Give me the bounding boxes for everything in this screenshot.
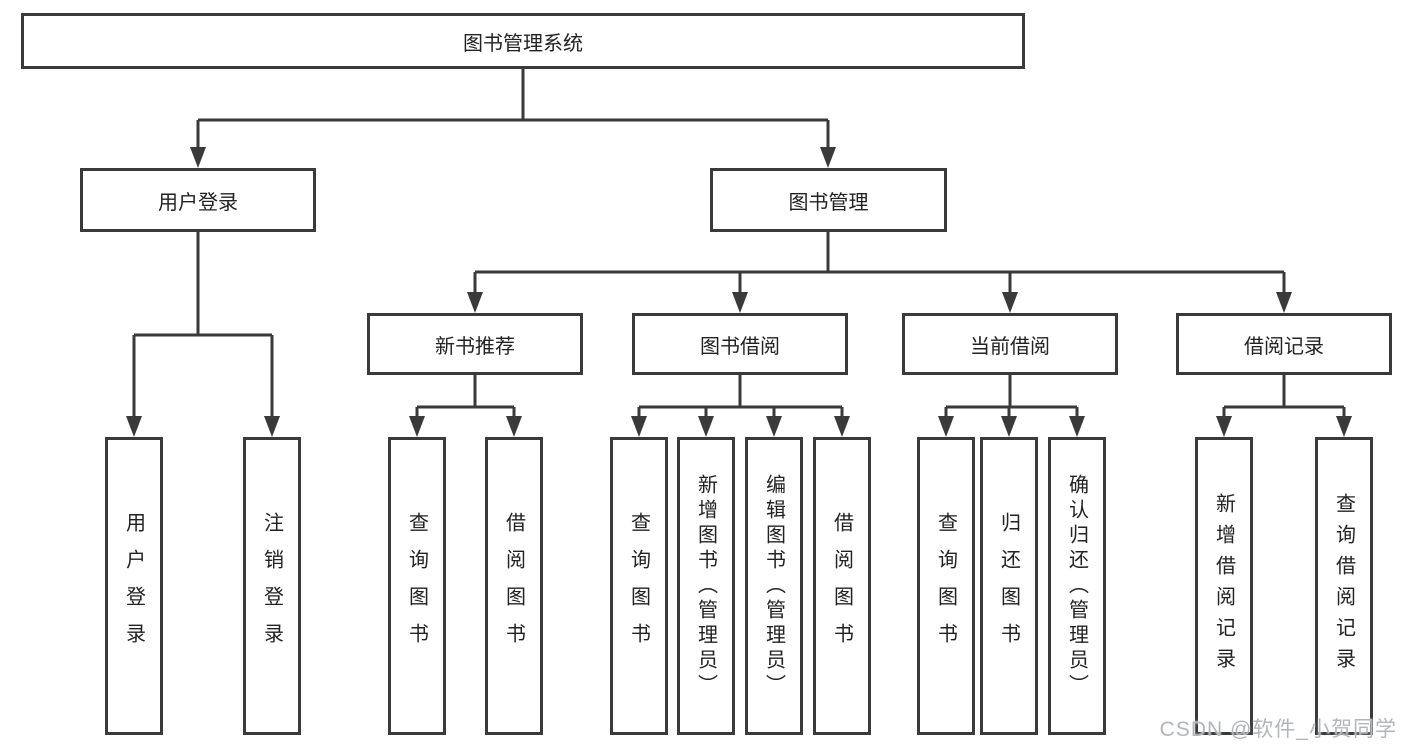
leaf-return-books: 归还图书 <box>980 437 1038 735</box>
node-book-borrow: 图书借阅 <box>632 313 848 375</box>
node-user-login: 用户登录 <box>80 168 316 232</box>
leaf-user-login: 用户登录 <box>105 437 163 735</box>
node-new-book-recommend: 新书推荐 <box>367 313 583 375</box>
leaf-borrow-books: 借阅图书 <box>813 437 871 735</box>
leaf-borrow-books-recommend: 借阅图书 <box>485 437 543 735</box>
leaf-query-books-current: 查询图书 <box>917 437 975 735</box>
node-borrow-records: 借阅记录 <box>1176 313 1392 375</box>
leaf-add-borrow-record: 新增借阅记录 <box>1195 437 1253 735</box>
leaf-query-books-recommend: 查询图书 <box>388 437 446 735</box>
leaf-query-borrow-record: 查询借阅记录 <box>1315 437 1373 735</box>
leaf-logout: 注销登录 <box>243 437 301 735</box>
leaf-confirm-return-admin: 确认归还（管理员） <box>1048 437 1106 735</box>
node-current-borrow: 当前借阅 <box>902 313 1118 375</box>
csdn-watermark: CSDN @软件_小贺同学 <box>1159 718 1397 741</box>
node-system-root: 图书管理系统 <box>21 13 1025 69</box>
leaf-add-books-admin: 新增图书（管理员） <box>677 437 735 735</box>
leaf-edit-books-admin: 编辑图书（管理员） <box>745 437 803 735</box>
node-book-management: 图书管理 <box>710 168 947 232</box>
leaf-query-books-borrow: 查询图书 <box>610 437 668 735</box>
